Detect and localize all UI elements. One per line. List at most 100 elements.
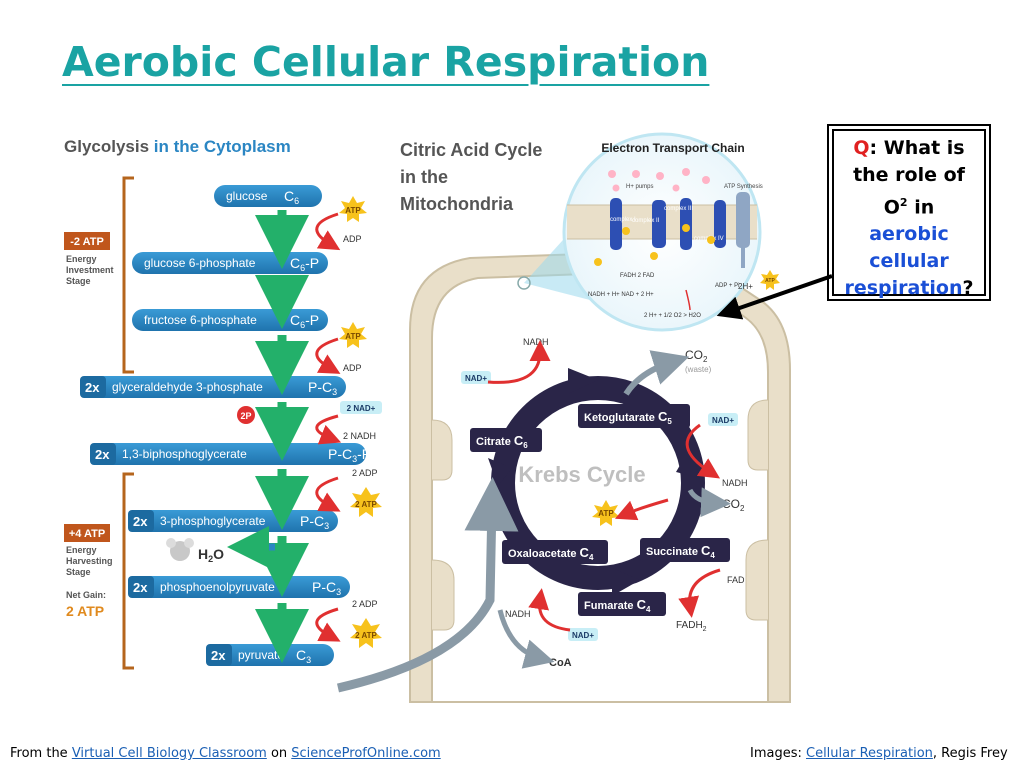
etc-heading: Electron Transport Chain <box>601 141 744 155</box>
nad-badge-2 <box>708 413 738 426</box>
glycolysis-side-arrows <box>315 212 342 642</box>
investment-badge <box>64 232 110 250</box>
footer-from-text: From the <box>10 746 72 761</box>
step-name: phosphoenolpyruvate <box>160 580 275 594</box>
etc-zoom-circle: Electron Transport Chain H+ pumps ATP Sy… <box>562 132 780 332</box>
two-adp-label-2: 2 ADP <box>352 599 378 609</box>
carbon-label: P-C3-P <box>328 446 371 464</box>
glycolysis-heading: Glycolysis in the Cytoplasm <box>64 137 291 156</box>
succinate-pill: Succinate C4 <box>640 538 730 562</box>
svg-text:NADH + H+ NAD + 2 H+: NADH + H+ NAD + 2 H+ <box>588 292 654 298</box>
svg-text:NAD+: NAD+ <box>572 631 594 640</box>
svg-text:Succinate C4: Succinate C4 <box>646 543 715 560</box>
svg-text:2H+: 2H+ <box>738 282 753 291</box>
multiplier-label: 2x <box>133 514 148 529</box>
footer-images-text: Images: <box>750 746 806 761</box>
svg-text:ATP Synthesis: ATP Synthesis <box>724 184 763 190</box>
svg-text:ATP: ATP <box>345 332 361 341</box>
glycolysis-panel: Glycolysis in the Cytoplasm -2 ATP Energ… <box>64 137 382 670</box>
glucose-pill: glucose C6 <box>214 185 322 207</box>
question-line-6: respiration? <box>844 277 974 300</box>
adp-label-1: ADP <box>343 234 362 244</box>
svg-text:FADH 2 FAD: FADH 2 FAD <box>620 273 655 279</box>
svg-text:2 ATP: 2 ATP <box>355 631 377 640</box>
water-molecule-icon <box>166 538 194 561</box>
svg-text:ADP + Pi: ADP + Pi <box>715 283 739 289</box>
question-letter: Q <box>853 137 870 159</box>
coa-label: CoA <box>549 657 572 669</box>
svg-text:NAD+: NAD+ <box>465 374 487 383</box>
harvest-label-2: Harvesting <box>66 556 113 566</box>
harvest-label-3: Stage <box>66 567 91 577</box>
question-line-5: cellular <box>869 250 949 273</box>
carbon-label: C6-P <box>290 312 319 330</box>
nad-badge <box>340 401 382 414</box>
citrate-pill: Citrate C6 <box>470 428 542 452</box>
carbon-label: P-C3 <box>308 379 337 397</box>
slide-title: Aerobic Cellular Respiration <box>62 38 710 86</box>
svg-text:2 H+ + 1/2 O2 > H2O: 2 H+ + 1/2 O2 > H2O <box>644 313 701 319</box>
carbon-label: C6-P <box>290 255 319 273</box>
water-label: H2O <box>198 546 224 564</box>
scienceprof-link[interactable]: ScienceProfOnline.com <box>291 746 441 761</box>
two-atp-star-2: 2 ATP <box>350 618 382 648</box>
svg-text:H+ pumps: H+ pumps <box>626 184 654 190</box>
nadh-label-1: NADH <box>523 337 549 347</box>
step-name: glyceraldehyde 3-phosphate <box>112 380 263 394</box>
virtual-cell-link[interactable]: Virtual Cell Biology Classroom <box>71 746 267 761</box>
investment-label-1: Energy <box>66 254 97 264</box>
nadh-label-3: NADH <box>505 609 531 619</box>
ketoglutarate-pill: Ketoglutarate C5 <box>578 404 690 428</box>
svg-text:ATP: ATP <box>345 206 361 215</box>
citric-heading-2: in the <box>400 167 448 187</box>
multiplier-label: 2x <box>95 447 110 462</box>
question-line-4: aerobic <box>869 223 949 246</box>
net-gain-label: Net Gain: <box>66 590 106 600</box>
question-box: Q: What is the role of O2 in aerobic cel… <box>827 124 991 301</box>
svg-text:Citrate C6: Citrate C6 <box>476 433 528 450</box>
footer-on-text: on <box>266 746 292 761</box>
mitochondria-panel: Citric Acid Cycle in the Mitochondria Kr… <box>336 140 791 703</box>
svg-text:2P: 2P <box>240 411 251 421</box>
svg-text:complex II: complex II <box>632 218 660 224</box>
question-pointer-arrow <box>716 274 833 320</box>
step-name: 3-phosphoglycerate <box>160 514 266 528</box>
cellular-respiration-link[interactable]: Cellular Respiration <box>806 746 933 761</box>
fructose-6-phosphate-pill: fructose 6-phosphate C6-P <box>132 309 328 331</box>
harvest-label-1: Energy <box>66 545 97 555</box>
question-line-1: : What is <box>869 137 965 159</box>
step-name: glucose <box>226 189 268 203</box>
atp-star-1: ATP <box>339 196 367 222</box>
question-line-2: the role of <box>853 164 965 186</box>
investment-label-2: Investment <box>66 265 114 275</box>
investment-label-3: Stage <box>66 276 91 286</box>
svg-text:ATP: ATP <box>765 278 775 284</box>
pyruvate-entry-arrow <box>336 477 519 693</box>
multiplier-label: 2x <box>211 648 226 663</box>
harvest-badge <box>64 524 110 542</box>
step-name: fructose 6-phosphate <box>144 313 257 327</box>
multiplier-label: 2x <box>85 380 100 395</box>
svg-text:+4 ATP: +4 ATP <box>69 528 105 540</box>
svg-text:NAD+: NAD+ <box>712 416 734 425</box>
investment-bracket <box>122 176 134 374</box>
nad-badge-1 <box>461 371 491 384</box>
svg-text:-2 ATP: -2 ATP <box>70 236 104 248</box>
fadh-label: FADH2 <box>676 620 707 633</box>
svg-text:complex I: complex I <box>610 217 636 223</box>
krebs-atp-star: ATP <box>592 500 620 526</box>
question-line-3: O2 in <box>883 196 935 219</box>
oxaloacetate-pill: Oxaloacetate C4 <box>502 540 608 564</box>
fad-label: FAD <box>727 575 745 585</box>
glyceraldehyde-3-phosphate-pill: 2x glyceraldehyde 3-phosphate P-C3 <box>80 376 346 398</box>
harvest-bracket <box>122 472 134 670</box>
svg-text:2 NAD+: 2 NAD+ <box>347 404 376 413</box>
svg-text:Ketoglutarate C5: Ketoglutarate C5 <box>584 409 672 426</box>
carbon-label: C6 <box>284 188 299 206</box>
nadh-label-2: NADH <box>722 478 748 488</box>
